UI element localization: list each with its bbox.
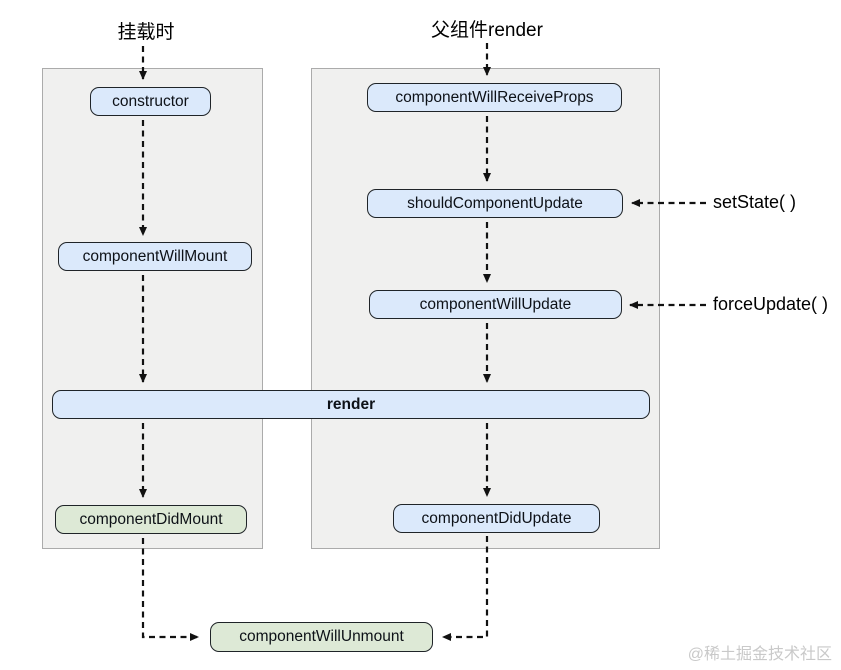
parent-render-title: 父组件render (431, 20, 543, 41)
mount-phase-title: 挂载时 (117, 22, 175, 43)
node-component-will-receive-props: componentWillReceiveProps (367, 83, 622, 112)
node-constructor: constructor (90, 87, 211, 116)
forceupdate-label: forceUpdate( ) (713, 294, 829, 314)
node-component-will-unmount: componentWillUnmount (210, 622, 433, 652)
mount-phase-panel (42, 68, 263, 549)
node-component-will-update: componentWillUpdate (369, 290, 622, 319)
node-component-did-update: componentDidUpdate (393, 504, 600, 533)
node-component-did-mount: componentDidMount (55, 505, 247, 534)
node-should-component-update: shouldComponentUpdate (367, 189, 623, 218)
node-component-will-mount: componentWillMount (58, 242, 252, 271)
node-render: render (52, 390, 650, 419)
arrow-didupdate-to-willunmount (442, 536, 489, 641)
arrow-didmount-to-willunmount (141, 538, 199, 641)
watermark: @稀土掘金技术社区 (687, 646, 832, 663)
setstate-label: setState( ) (713, 192, 797, 212)
